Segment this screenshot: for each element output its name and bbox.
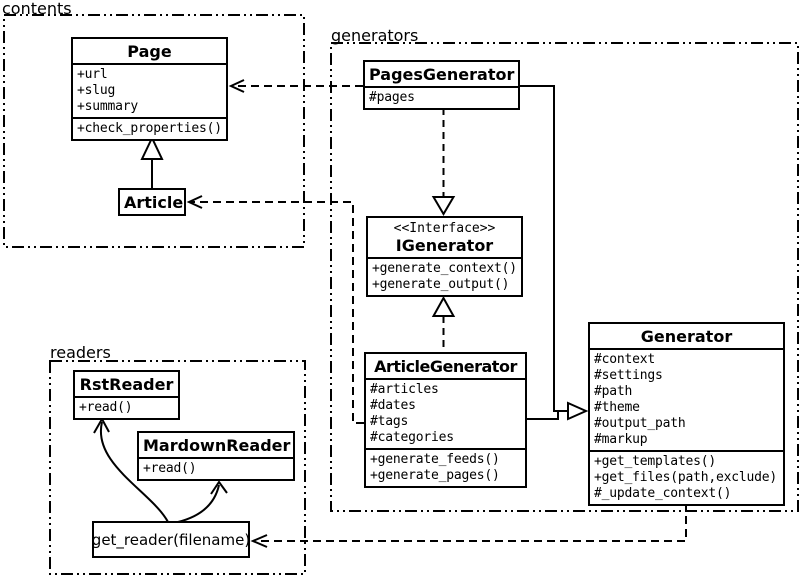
attribute: +summary — [77, 99, 139, 114]
generalization-article-page-triangle — [140, 135, 164, 160]
class-igenerator-header: <<Interface>> IGenerator — [368, 218, 521, 257]
class-mardownreader: MardownReader +read() — [137, 431, 295, 481]
edge-getreader-mardownreader-arrowhead — [210, 480, 228, 495]
method: +generate_pages() — [370, 468, 500, 483]
class-generator: Generator #context #settings #path #them… — [588, 322, 785, 506]
package-border-contents — [3, 14, 305, 248]
edge-getreader-rstreader-curve — [99, 421, 169, 523]
class-page-methods: +check_properties() — [73, 117, 226, 139]
package-label-contents: contents — [2, 0, 72, 18]
class-igenerator-methods: +generate_context() +generate_output() — [368, 257, 521, 295]
class-article-title: Article — [124, 193, 184, 212]
class-mardownreader-methods: +read() — [139, 457, 293, 479]
class-rstreader-methods: +read() — [75, 396, 178, 418]
class-page-title: Page — [127, 42, 172, 61]
attribute: #tags — [370, 414, 409, 429]
edge-getreader-mardownreader-curve — [177, 484, 220, 523]
generalization-generator-triangle — [567, 401, 589, 421]
class-mardownreader-title: MardownReader — [143, 436, 291, 455]
method: +read() — [79, 400, 133, 415]
class-rstreader-title: RstReader — [79, 375, 174, 394]
attribute: #categories — [370, 430, 454, 445]
class-igenerator-title: IGenerator — [395, 236, 494, 255]
package-label-generators: generators — [331, 26, 419, 45]
method: +read() — [143, 461, 197, 476]
dependency-articlegenerator-article-line — [191, 201, 364, 424]
method: +check_properties() — [77, 121, 222, 136]
package-border-generators — [330, 42, 799, 512]
dependency-generator-getreader-arrowhead — [250, 534, 268, 548]
attribute: +slug — [77, 83, 116, 98]
dependency-pagesgenerator-page-arrowhead — [228, 79, 245, 93]
attribute: +url — [77, 67, 108, 82]
method: +get_files(path,exclude) — [594, 470, 778, 485]
class-page-attributes: +url +slug +summary — [73, 63, 226, 117]
class-generator-methods: +get_templates() +get_files(path,exclude… — [590, 450, 783, 504]
class-igenerator: <<Interface>> IGenerator +generate_conte… — [366, 216, 523, 297]
dependency-generator-getreader-line — [256, 503, 687, 542]
class-rstreader: RstReader +read() — [73, 370, 180, 420]
class-articlegenerator-title: ArticleGenerator — [374, 357, 517, 376]
generalization-articlegenerator-generator-line — [527, 411, 559, 420]
attribute: #articles — [370, 382, 439, 397]
class-pagesgenerator-title: PagesGenerator — [369, 65, 515, 84]
method: +get_templates() — [594, 454, 717, 469]
class-page: Page +url +slug +summary +check_properti… — [71, 37, 228, 141]
node-get-reader-label: get_reader(filename) — [91, 530, 251, 549]
attribute: #dates — [370, 398, 416, 413]
attribute: #settings — [594, 368, 663, 383]
class-articlegenerator-methods: +generate_feeds() +generate_pages() — [366, 448, 525, 486]
method: +generate_feeds() — [370, 452, 500, 467]
class-pagesgenerator: PagesGenerator #pages — [363, 60, 520, 110]
attribute: #context — [594, 352, 656, 367]
package-label-readers: readers — [50, 343, 111, 362]
attribute: #pages — [369, 90, 415, 105]
generalization-pagesgenerator-generator-line — [520, 85, 568, 412]
method: +generate_output() — [372, 277, 510, 292]
realization-articlegenerator-igenerator-triangle — [431, 295, 456, 317]
class-generator-attributes: #context #settings #path #theme #output_… — [590, 348, 783, 450]
class-igenerator-stereotype: <<Interface>> — [393, 221, 496, 236]
dependency-articlegenerator-article-arrowhead — [186, 195, 203, 209]
attribute: #markup — [594, 432, 648, 447]
package-border-readers — [49, 360, 306, 575]
method: #_update_context() — [594, 486, 732, 501]
node-get-reader: get_reader(filename) — [92, 521, 250, 558]
attribute: #theme — [594, 400, 640, 415]
attribute: #path — [594, 384, 633, 399]
class-article: Article — [118, 188, 186, 216]
class-pagesgenerator-attributes: #pages — [365, 86, 518, 108]
realization-pagesgenerator-igenerator-triangle — [431, 196, 456, 216]
class-articlegenerator-attributes: #articles #dates #tags #categories — [366, 378, 525, 448]
class-generator-title: Generator — [640, 327, 733, 346]
class-articlegenerator: ArticleGenerator #articles #dates #tags … — [364, 352, 527, 488]
attribute: #output_path — [594, 416, 686, 431]
method: +generate_context() — [372, 261, 517, 276]
